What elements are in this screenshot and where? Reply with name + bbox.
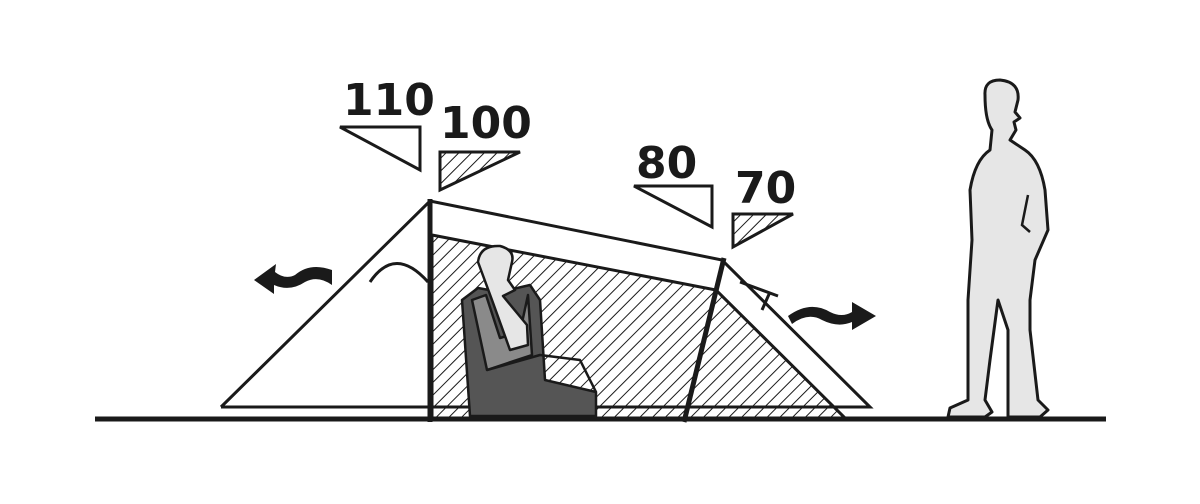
sitting-person	[460, 244, 598, 418]
rear-pole	[681, 257, 727, 423]
inner-rear-triangle-icon	[731, 212, 794, 250]
standing-person	[946, 78, 1050, 419]
inner-height-triangle-icon	[438, 150, 521, 193]
door-arc	[368, 262, 430, 283]
right-arrow-icon	[788, 302, 876, 330]
label-outer-front-height: 110	[343, 75, 435, 126]
label-outer-rear-height: 80	[636, 138, 697, 189]
label-inner-front-height: 100	[440, 98, 532, 149]
label-inner-rear-height: 70	[735, 163, 796, 214]
left-arrow-icon	[254, 264, 332, 294]
rear-vent	[739, 280, 779, 298]
outer-height-triangle-icon	[339, 125, 422, 173]
outer-rear-triangle-icon	[633, 184, 714, 230]
